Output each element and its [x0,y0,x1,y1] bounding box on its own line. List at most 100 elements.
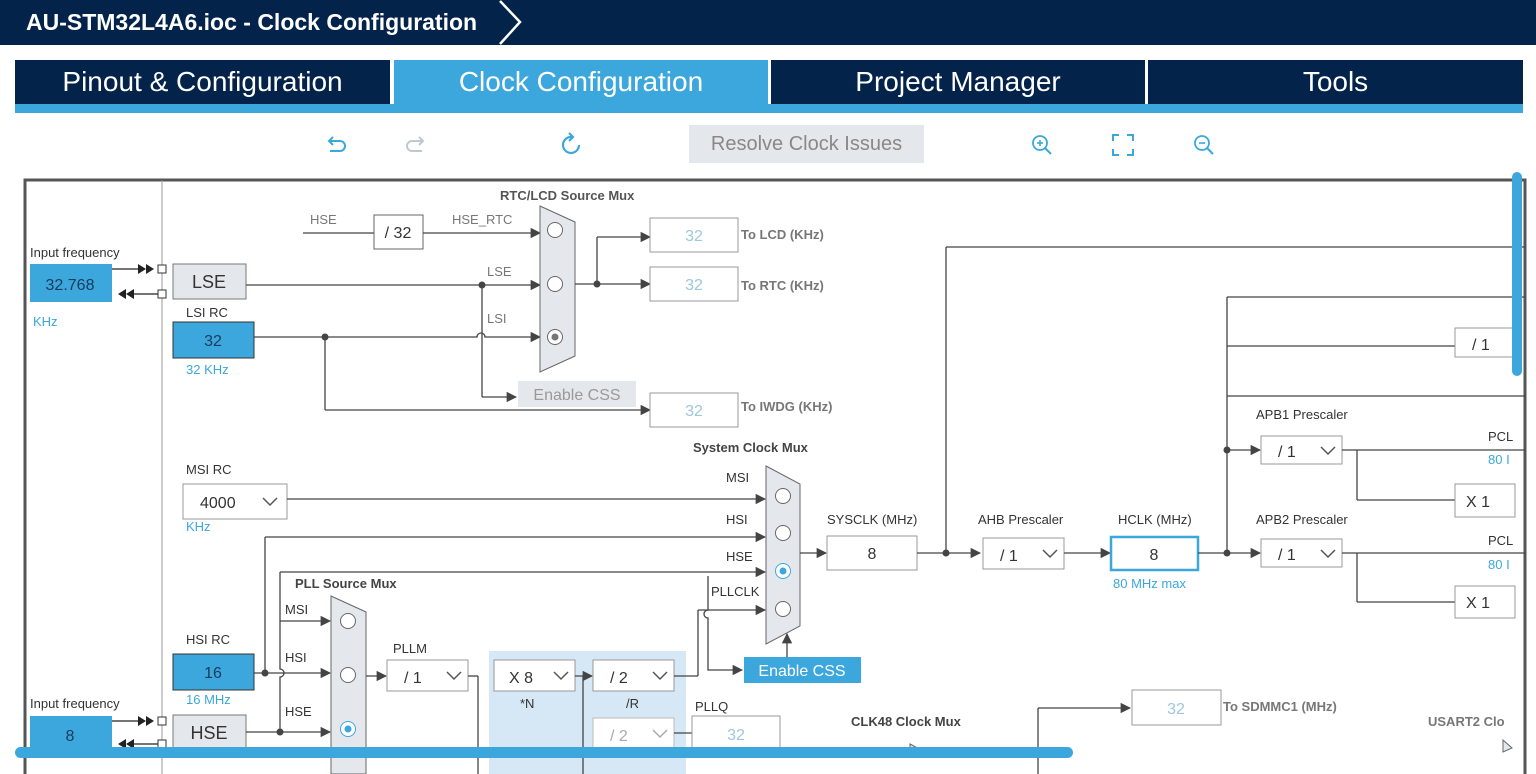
rtc-enable-css-button[interactable]: Enable CSS [518,381,636,407]
vertical-scrollbar[interactable] [1512,172,1522,376]
sysclk-label: SYSCLK (MHz) [827,512,917,527]
chevron-down-icon [1320,446,1336,456]
top-right-divider: / 1 [1454,327,1516,358]
pllr-label: /R [626,696,639,711]
hse-rtc-label: HSE_RTC [452,212,512,227]
apb1-pcl-label: PCL [1488,429,1513,444]
apb1-prescaler-select[interactable]: / 1 [1260,435,1343,465]
system-enable-css-button[interactable]: Enable CSS [744,657,861,683]
redo-button[interactable] [401,130,431,160]
plln-label: *N [520,696,534,711]
sys-msi-label: MSI [726,470,749,485]
apb1-freq: 80 I [1488,452,1510,467]
tab-project-manager[interactable]: Project Manager [771,60,1145,104]
hse-block[interactable]: HSE [172,714,247,751]
sdmmc-output: 32 [1131,689,1222,726]
tab-label: Project Manager [855,66,1061,97]
sys-hsi-label: HSI [726,512,748,527]
ahb-prescaler-select[interactable]: / 1 [982,537,1065,570]
hse-input-arrows-icon [112,716,167,749]
hclk-input[interactable]: 8 [1109,535,1200,572]
ahb-label: AHB Prescaler [978,512,1064,527]
apb1-x1-value: X 1 [1466,494,1490,511]
iwdg-output-value: 32 [685,403,703,420]
title-bar: AU-STM32L4A6.ioc - Clock Configuration [0,0,1536,45]
sdmmc-output-value: 32 [1167,701,1185,718]
hclk-label: HCLK (MHz) [1118,512,1192,527]
tab-label: Pinout & Configuration [62,66,343,97]
hse-rtc-divider-value: / 32 [385,225,412,242]
rtc-enable-css-label: Enable CSS [533,387,620,404]
redo-icon [406,136,425,152]
iwdg-output: 32 [649,392,739,428]
top-right-divider-value: / 1 [1472,337,1490,354]
chevron-down-icon [553,671,569,681]
pll-hsi-label: HSI [285,650,307,665]
lsi-unit: 32 KHz [186,362,229,377]
horizontal-scrollbar[interactable] [15,747,1073,758]
sysclk-value-box: 8 [826,535,918,571]
lcd-output: 32 [649,217,739,253]
lse-label: LSE [192,272,226,292]
rtc-output: 32 [649,266,739,302]
sysclk-value: 8 [868,546,877,563]
apb2-label: APB2 Prescaler [1256,512,1348,527]
lse-unit: KHz [33,314,58,329]
msi-frequency-select[interactable]: 4000 [182,483,288,520]
main-tabs: Pinout & Configuration Clock Configurati… [15,60,1523,104]
clk48-mux-title: CLK48 Clock Mux [851,714,962,729]
apb2-prescaler-select[interactable]: / 1 [1260,538,1343,568]
undo-button[interactable] [321,130,351,160]
diagram-frame [23,178,1527,774]
pllq-label: PLLQ [695,699,728,714]
pll-hse-label: HSE [285,704,312,719]
rtc-lsi-label: LSI [487,311,507,326]
tab-tools[interactable]: Tools [1148,60,1523,104]
pllr-select[interactable]: / 2 [592,659,675,692]
pllm-value: / 1 [404,670,422,687]
tab-pinout-configuration[interactable]: Pinout & Configuration [15,60,390,104]
system-clock-mux[interactable] [765,465,801,645]
chevron-down-icon [446,671,462,681]
tab-underline [15,104,1523,113]
pllm-select[interactable]: / 1 [386,659,469,692]
lcd-output-value: 32 [685,228,703,245]
resolve-clock-issues-button[interactable]: Resolve Clock Issues [689,125,924,163]
pllq-output-value: 32 [727,727,745,744]
reset-button[interactable] [557,130,587,160]
msi-title: MSI RC [186,462,232,477]
fit-button[interactable] [1108,130,1138,160]
lse-frequency-input[interactable]: 32.768 [30,264,112,302]
iwdg-output-label: To IWDG (KHz) [741,399,832,414]
rtc-output-value: 32 [685,277,703,294]
plln-select[interactable]: X 8 [493,659,576,692]
hse-rtc-divider: / 32 [373,214,424,250]
rtc-hse-label: HSE [310,212,337,227]
msi-unit: KHz [186,519,211,534]
lsi-block: 32 [172,321,255,359]
hse-frequency-value: 8 [66,728,75,745]
sys-pllclk-label: PLLCLK [711,584,760,599]
undo-icon [327,136,346,152]
tab-label: Tools [1302,66,1369,97]
rtc-source-mux[interactable] [539,205,576,373]
chevron-down-icon [652,671,668,681]
pllq-value: / 2 [610,728,628,745]
clock-tree-diagram: Input frequency 32.768 KHz LSE LSI RC 32… [0,176,1536,774]
system-mux-title: System Clock Mux [693,440,809,455]
pllm-label: PLLM [393,641,427,656]
tab-clock-configuration[interactable]: Clock Configuration [394,60,768,104]
zoom-in-button[interactable] [1027,130,1057,160]
lse-block[interactable]: LSE [172,263,247,300]
resolve-label: Resolve Clock Issues [710,132,903,155]
apb2-x1-value: X 1 [1466,595,1490,612]
pllr-value: / 2 [610,670,628,687]
pll-source-mux[interactable] [330,595,367,774]
zoom-out-icon [1194,135,1214,155]
sys-hse-label: HSE [726,549,753,564]
reset-icon [561,132,581,154]
zoom-out-button[interactable] [1189,130,1219,160]
hsi-unit: 16 MHz [186,692,231,707]
tab-label: Clock Configuration [458,66,704,97]
usart2-label: USART2 Clo [1428,714,1505,729]
